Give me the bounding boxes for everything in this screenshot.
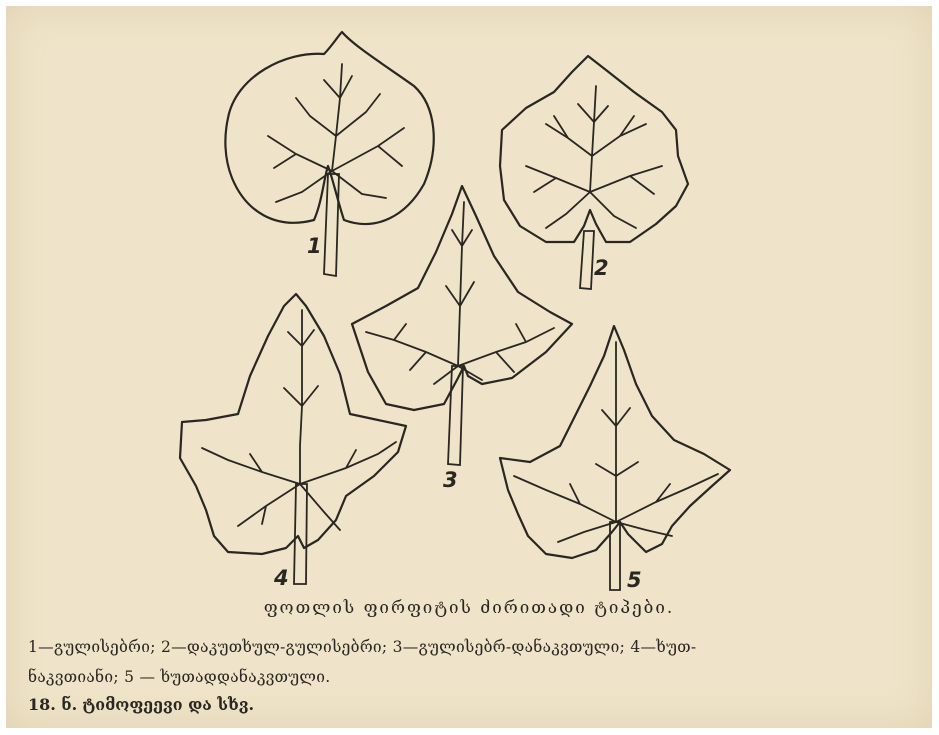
leaf-2-label: 2 xyxy=(594,256,609,280)
legend-line-2: ნაკვთიანი; 5 — ხუთადდანაკვთული. xyxy=(28,662,918,692)
figure-legend: 1—გულისებრი; 2—დაკუთხულ-გულისებრი; 3—გულ… xyxy=(28,632,918,692)
leaf-5-label: 5 xyxy=(627,568,642,592)
leaf-3-label: 3 xyxy=(443,468,458,492)
figure-caption: ფოთლის ფირფიტის ძირითადი ტიპები. xyxy=(6,598,932,618)
leaf-3-cordate-lobed xyxy=(352,186,572,465)
page-credit: 18. ნ. ტიმოფეევი და სხვ. xyxy=(28,695,254,714)
book-page: 1 2 3 4 5 ფოთლის ფირფიტის ძირითადი ტიპებ… xyxy=(6,6,932,728)
legend-line-1: 1—გულისებრი; 2—დაკუთხულ-გულისებრი; 3—გულ… xyxy=(28,632,918,662)
leaf-1-cordate xyxy=(225,32,433,276)
leaf-4-label: 4 xyxy=(274,566,289,590)
leaf-4-five-lobed xyxy=(180,294,406,584)
leaf-5-five-parted xyxy=(500,326,730,590)
leaf-1-label: 1 xyxy=(307,234,322,258)
leaf-2-angular-cordate xyxy=(500,56,688,289)
leaf-illustration xyxy=(6,6,932,606)
